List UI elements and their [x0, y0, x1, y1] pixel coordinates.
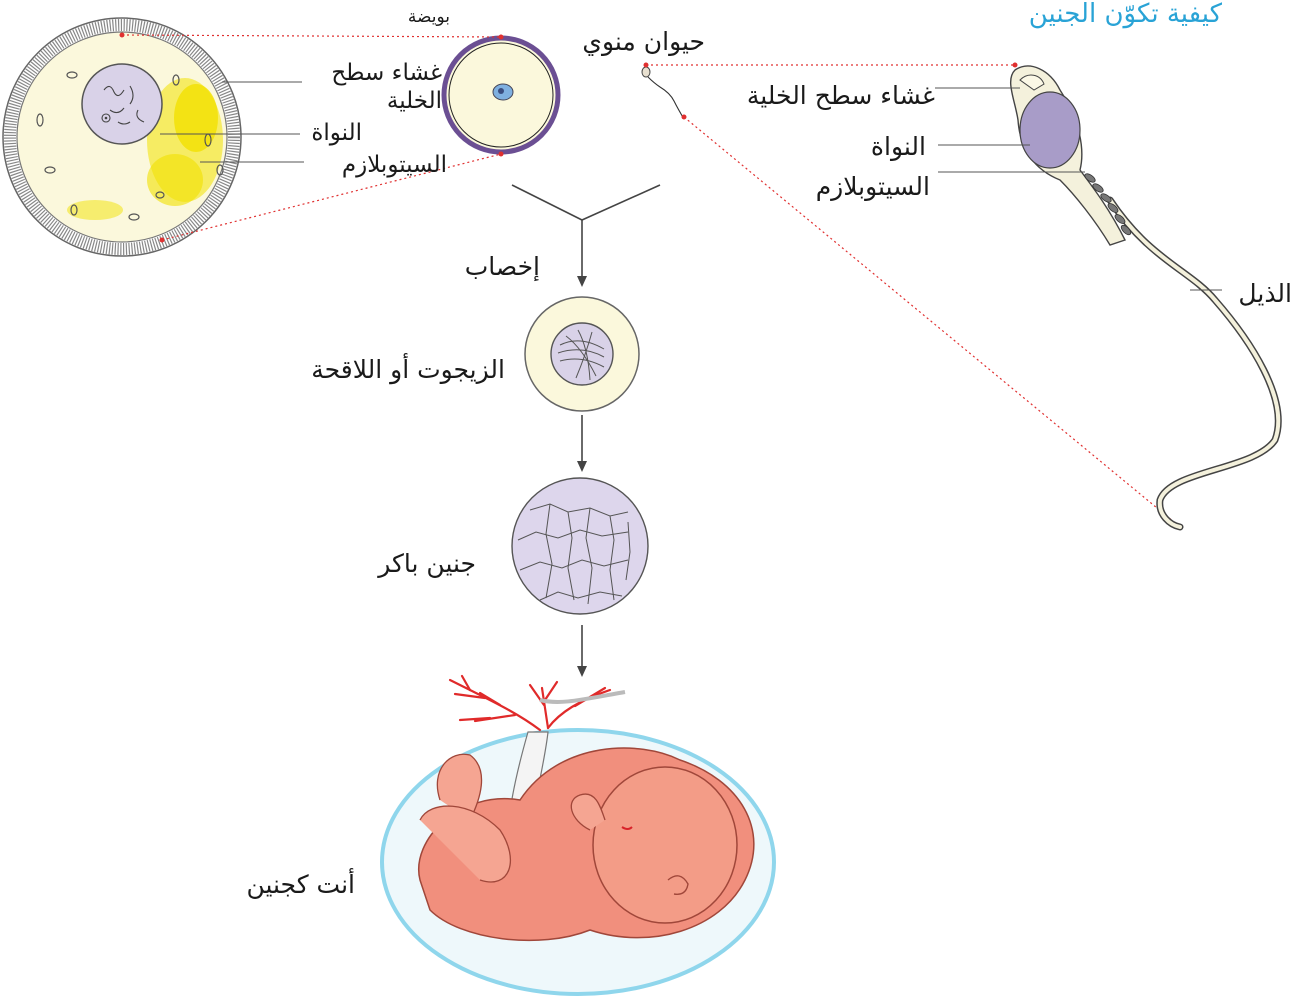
egg-cytoplasm-label: السيتوبلازم — [342, 152, 447, 178]
sperm-nucleus-label: النواة — [871, 132, 926, 161]
diagram-title: كيفية تكوّن الجنين — [1029, 0, 1223, 29]
early-embryo-label: جنين باكر — [376, 549, 476, 578]
egg-membrane-label-line2: الخلية — [387, 88, 442, 114]
sperm-tail-label: الذيل — [1238, 279, 1292, 308]
egg-nucleus — [82, 64, 162, 144]
fertilization-label: إخصاب — [465, 252, 540, 282]
sperm-membrane-label: غشاء سطح الخلية — [747, 81, 935, 111]
placenta-vessels — [450, 676, 610, 730]
fetus-label: أنت كجنين — [246, 867, 355, 899]
sperm-small — [642, 67, 684, 119]
egg-label: بويضة — [408, 7, 450, 27]
fetus-illustration — [382, 676, 774, 994]
arrow-zygote-to-embryo — [577, 415, 587, 472]
zygote — [525, 297, 639, 411]
early-embryo — [512, 478, 648, 614]
sperm-label: حيوان منوي — [582, 27, 705, 56]
egg-nucleus-label: النواة — [311, 120, 362, 146]
sperm-cytoplasm-label: السيتوبلازم — [816, 172, 930, 201]
egg-magnified — [3, 18, 241, 256]
zygote-label: الزيجوت أو اللاقحة — [311, 352, 505, 385]
egg-small — [444, 38, 558, 152]
arrow-embryo-to-fetus — [577, 625, 587, 677]
egg-membrane-label-line1: غشاء سطح — [331, 60, 442, 86]
